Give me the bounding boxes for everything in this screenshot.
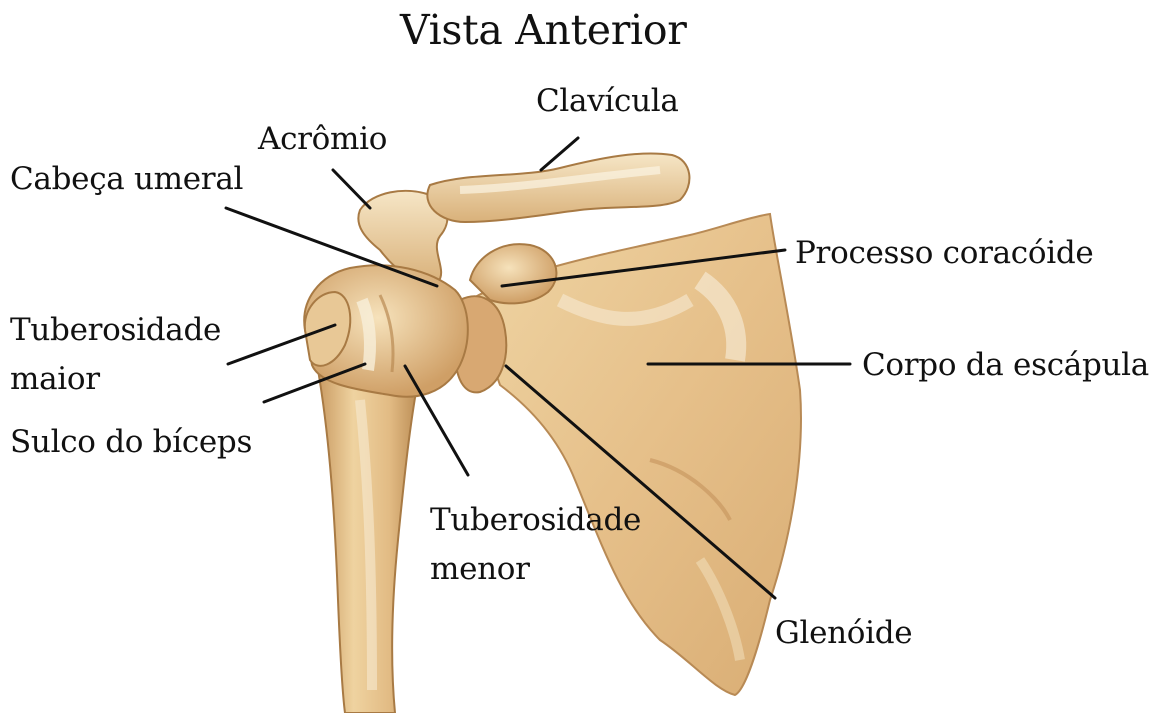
label-sulco-biceps: Sulco do bíceps [10, 425, 252, 459]
label-tuberosidade-menor-line2: menor [430, 552, 530, 586]
leader-acromio [333, 170, 370, 208]
label-clavicula: Clavícula [536, 84, 679, 118]
label-tuberosidade-maior-line1: Tuberosidade [10, 313, 221, 347]
label-tuberosidade-menor-line1: Tuberosidade [430, 503, 641, 537]
label-glenoide: Glenóide [775, 616, 912, 650]
label-processo-coracoide: Processo coracóide [795, 236, 1093, 270]
diagram-title: Vista Anterior [400, 8, 687, 52]
label-acromio: Acrômio [258, 122, 387, 156]
label-cabeca-umeral: Cabeça umeral [10, 162, 243, 196]
label-corpo-escapula: Corpo da escápula [862, 348, 1149, 382]
label-tuberosidade-maior-line2: maior [10, 362, 100, 396]
